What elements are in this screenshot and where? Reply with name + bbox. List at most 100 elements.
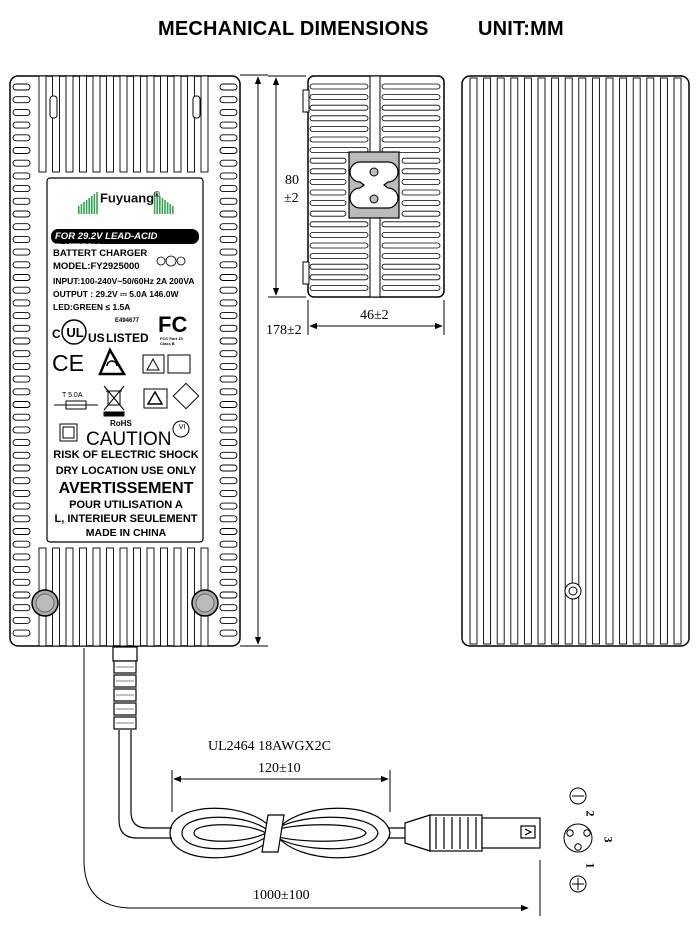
ul-logo-icon: [61, 319, 87, 345]
efficiency-level: VI: [178, 424, 186, 431]
edge-slot: [219, 121, 238, 129]
edge-slot: [219, 616, 238, 624]
side-slot: [381, 104, 441, 111]
brand-bar: [96, 192, 98, 214]
vent-rib: [173, 75, 182, 173]
edge-slot: [12, 312, 31, 320]
pin-1-label: 1: [583, 862, 598, 869]
brand-name: Fuyuang®: [99, 190, 161, 206]
edge-slot: [12, 147, 31, 154]
vent-rib: [119, 547, 128, 647]
side-view: [302, 75, 445, 298]
vent-rib: [146, 547, 155, 647]
edge-slot: [12, 350, 31, 358]
thickness-label: 46±2: [360, 308, 389, 323]
cable-length-label: 1000±100: [253, 888, 310, 903]
side-slot: [381, 136, 441, 143]
edge-slot: [219, 413, 238, 421]
double-insulation-icon: [59, 423, 78, 442]
efficiency-icon: [172, 420, 190, 438]
edge-slot: [219, 350, 238, 358]
ul-mark: UL: [66, 325, 84, 340]
side-slot: [309, 242, 369, 249]
edge-slot: [219, 401, 238, 408]
vent-rib: [146, 75, 155, 173]
rating-label-plate: [46, 177, 204, 543]
caution-heading: CAUTION: [86, 429, 172, 450]
brand-bar: [159, 196, 161, 214]
side-slot: [381, 263, 441, 270]
brand-bar: [80, 204, 83, 214]
product-name: BATTERT CHARGER: [53, 248, 148, 259]
edge-slot: [12, 566, 31, 574]
edge-slot: [12, 375, 31, 383]
edge-slot: [219, 439, 238, 447]
unit-label: UNIT:MM: [478, 18, 564, 40]
edge-slot: [219, 502, 238, 510]
edge-slot: [219, 210, 238, 218]
brand-bar: [93, 194, 96, 214]
side-slot: [309, 253, 369, 260]
side-slot: [309, 231, 369, 238]
edge-slot: [12, 223, 31, 231]
edge-slot: [12, 464, 31, 472]
side-slot: [309, 168, 347, 175]
ce-mark: CE: [52, 350, 84, 376]
back-rib: [483, 77, 492, 645]
edge-slot: [12, 96, 31, 104]
edge-slot: [12, 159, 31, 167]
back-rib: [564, 77, 573, 645]
vent-rib: [119, 75, 128, 173]
brand-logo-left-bars: [78, 192, 98, 214]
edge-slot: [219, 604, 238, 612]
edge-slot: [12, 439, 31, 447]
vent-rib: [187, 75, 195, 173]
side-slot: [401, 200, 441, 207]
xlr-grip: [435, 817, 477, 849]
edge-slot: [219, 629, 238, 637]
edge-slot: [12, 388, 31, 396]
edge-slot: [12, 629, 31, 637]
vent-rib: [65, 75, 74, 173]
edge-slot: [219, 515, 238, 523]
side-slot: [401, 189, 441, 196]
vent-rib: [79, 75, 87, 173]
vent-rib: [160, 75, 168, 173]
strain-relief: [113, 660, 137, 730]
front-top-ribs: [38, 75, 209, 173]
origin-label: MADE IN CHINA: [85, 527, 167, 539]
vent-rib: [52, 75, 60, 173]
edge-slot: [12, 413, 31, 421]
pin-diagram: [563, 787, 593, 893]
back-rib: [537, 77, 546, 645]
output-rating: OUTPUT : 29.2V ⎓ 5.0A 146.0W: [53, 289, 179, 299]
edge-slot: [12, 477, 31, 485]
back-rib: [673, 77, 682, 645]
edge-slot: [219, 299, 238, 307]
side-slot: [381, 94, 441, 100]
thickness-dimension: [307, 300, 445, 335]
brand-bar: [172, 206, 174, 214]
edge-slot: [219, 108, 238, 116]
edge-slot: [12, 108, 31, 116]
vent-rib: [200, 75, 209, 173]
back-vertical-ribs: [469, 77, 682, 645]
back-rib: [619, 77, 628, 645]
french-line-1: POUR UTILISATION A: [69, 499, 183, 511]
back-rib: [659, 77, 668, 645]
edge-slot: [219, 553, 238, 561]
edge-slot: [219, 426, 238, 434]
vent-rib: [106, 547, 114, 647]
brand-bar: [153, 192, 156, 214]
edge-slot: [219, 197, 238, 205]
edge-slot: [219, 172, 238, 180]
vent-rib: [38, 75, 47, 173]
edge-slot: [219, 464, 238, 472]
weee-bin-icon: [103, 385, 125, 417]
cable-coil: [169, 807, 391, 859]
edge-slot: [12, 604, 31, 612]
edge-slot: [12, 121, 31, 129]
avertissement-heading: AVERTISSEMENT: [58, 480, 194, 497]
ul-file-number: E494677: [115, 318, 140, 324]
